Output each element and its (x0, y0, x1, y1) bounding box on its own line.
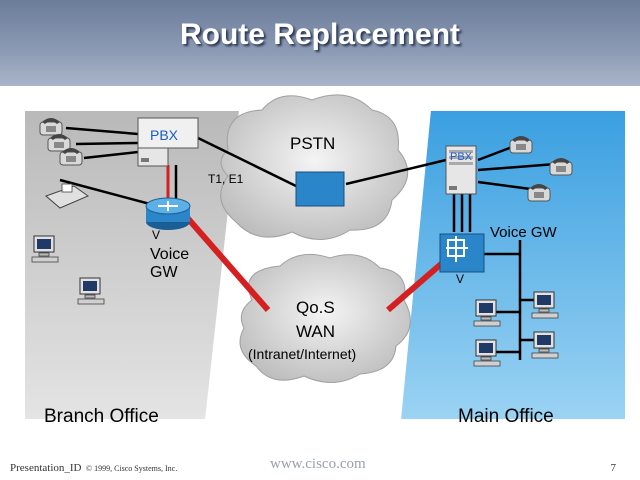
pc-icon (473, 299, 501, 327)
cisco-url: www.cisco.com (270, 456, 366, 472)
pc-icon (531, 291, 559, 319)
t1-e1-label: T1, E1 (208, 172, 244, 186)
main-office-area (398, 109, 627, 421)
pbx-icon (137, 117, 199, 149)
wan-label-1: Qo.S (296, 298, 335, 317)
pstn-cloud-icon (220, 94, 409, 241)
fax-icon (45, 183, 90, 209)
main-pbx-label: PBX (450, 151, 473, 163)
page-number: 7 (610, 462, 617, 474)
branch-voice-gw-label-2: GW (150, 264, 178, 281)
main-pstn-link (345, 158, 447, 186)
pc-icon (77, 277, 105, 305)
branch-pstn-link (197, 136, 297, 188)
pc-icon (531, 331, 559, 359)
main-office-label: Main Office (458, 406, 554, 427)
branch-router-tag: V (152, 228, 161, 242)
branch-voice-gw-label-1: Voice (150, 246, 190, 263)
pc-icon (31, 235, 59, 263)
wan-label-2: WAN (296, 322, 336, 341)
branch-office-area (23, 109, 242, 421)
title-band (0, 0, 640, 86)
main-router-tag: V (456, 272, 465, 286)
branch-phone-links (59, 126, 151, 206)
wan-label-3: (Intranet/Internet) (248, 346, 357, 362)
router-icon (145, 197, 191, 230)
switch-icon (439, 233, 485, 273)
main-wan-link (386, 255, 450, 313)
branch-pbx-label: PBX (150, 127, 179, 143)
branch-office-label: Branch Office (44, 406, 159, 427)
main-voice-gw-label: Voice GW (490, 224, 557, 241)
pstn-label: PSTN (290, 134, 336, 153)
slide-title: Route Replacement (179, 18, 461, 51)
copyright: © 1999, Cisco Systems, Inc. (86, 464, 178, 473)
branch-wan-link (181, 212, 271, 312)
main-phone-links (452, 142, 557, 360)
pc-icon (473, 339, 501, 367)
presentation-id: Presentation_ID (10, 462, 82, 474)
pstn-switch-box (295, 171, 345, 207)
wan-cloud-icon (239, 253, 411, 383)
